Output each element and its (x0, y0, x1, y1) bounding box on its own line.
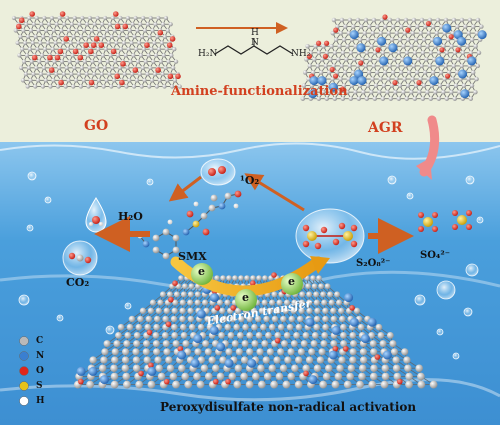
electron-3 (281, 273, 303, 295)
carbon-atom-icon (19, 336, 29, 346)
reagent-mid-n: N (251, 38, 259, 48)
legend-label-c: C (36, 336, 44, 346)
electron-markers (191, 263, 303, 311)
reagent-right-amine: NH₂ (291, 49, 311, 59)
smx-label: SMX (178, 250, 207, 263)
electron-2 (235, 289, 257, 311)
agr-label: AGR (368, 120, 403, 136)
water-label: H₂O (118, 210, 143, 223)
persulfate-label: S₂O₈²⁻ (356, 258, 391, 269)
reagent-mid-h: H (251, 28, 259, 38)
atom-legend (19, 336, 29, 406)
reagent-left-amine: H₂N (198, 49, 218, 59)
electron-2-label: e (242, 291, 249, 304)
smx-molecule (137, 190, 242, 260)
hydrogen-atom-icon (19, 396, 29, 406)
functionalization-caption: Amine-functionalization (171, 84, 348, 99)
electron-3-label: e (288, 275, 295, 288)
legend-label-h: H (36, 396, 45, 406)
sulfate-label: SO₄²⁻ (420, 250, 450, 261)
singlet-oxygen-bubble (200, 158, 236, 186)
reaction-arrows (94, 173, 414, 254)
legend-label-n: N (36, 351, 45, 361)
co2-label: CO₂ (66, 276, 90, 289)
mechanism-caption: Peroxydisulfate non-radical activation (160, 400, 417, 414)
nitrogen-atom-icon (19, 351, 29, 361)
go-label: GO (84, 118, 109, 134)
water-bubbles (18, 171, 484, 360)
sulfur-atom-icon (19, 381, 29, 391)
catalyst-graphene-sheet (73, 272, 438, 389)
singlet-oxygen-label: ¹O₂ (240, 174, 260, 187)
co2-bubble (62, 240, 98, 276)
diamine-reagent (214, 38, 294, 55)
electron-1 (191, 263, 213, 285)
amine-graphene-sheet (300, 14, 487, 101)
graphene-oxide-sheet (11, 11, 182, 89)
legend-label-s: S (36, 381, 43, 391)
electron-1-label: e (198, 265, 205, 278)
persulfate-bubble (295, 208, 365, 264)
legend-label-o: O (36, 366, 44, 376)
sulfate-molecules (418, 210, 472, 232)
oxygen-atom-icon (19, 366, 29, 376)
